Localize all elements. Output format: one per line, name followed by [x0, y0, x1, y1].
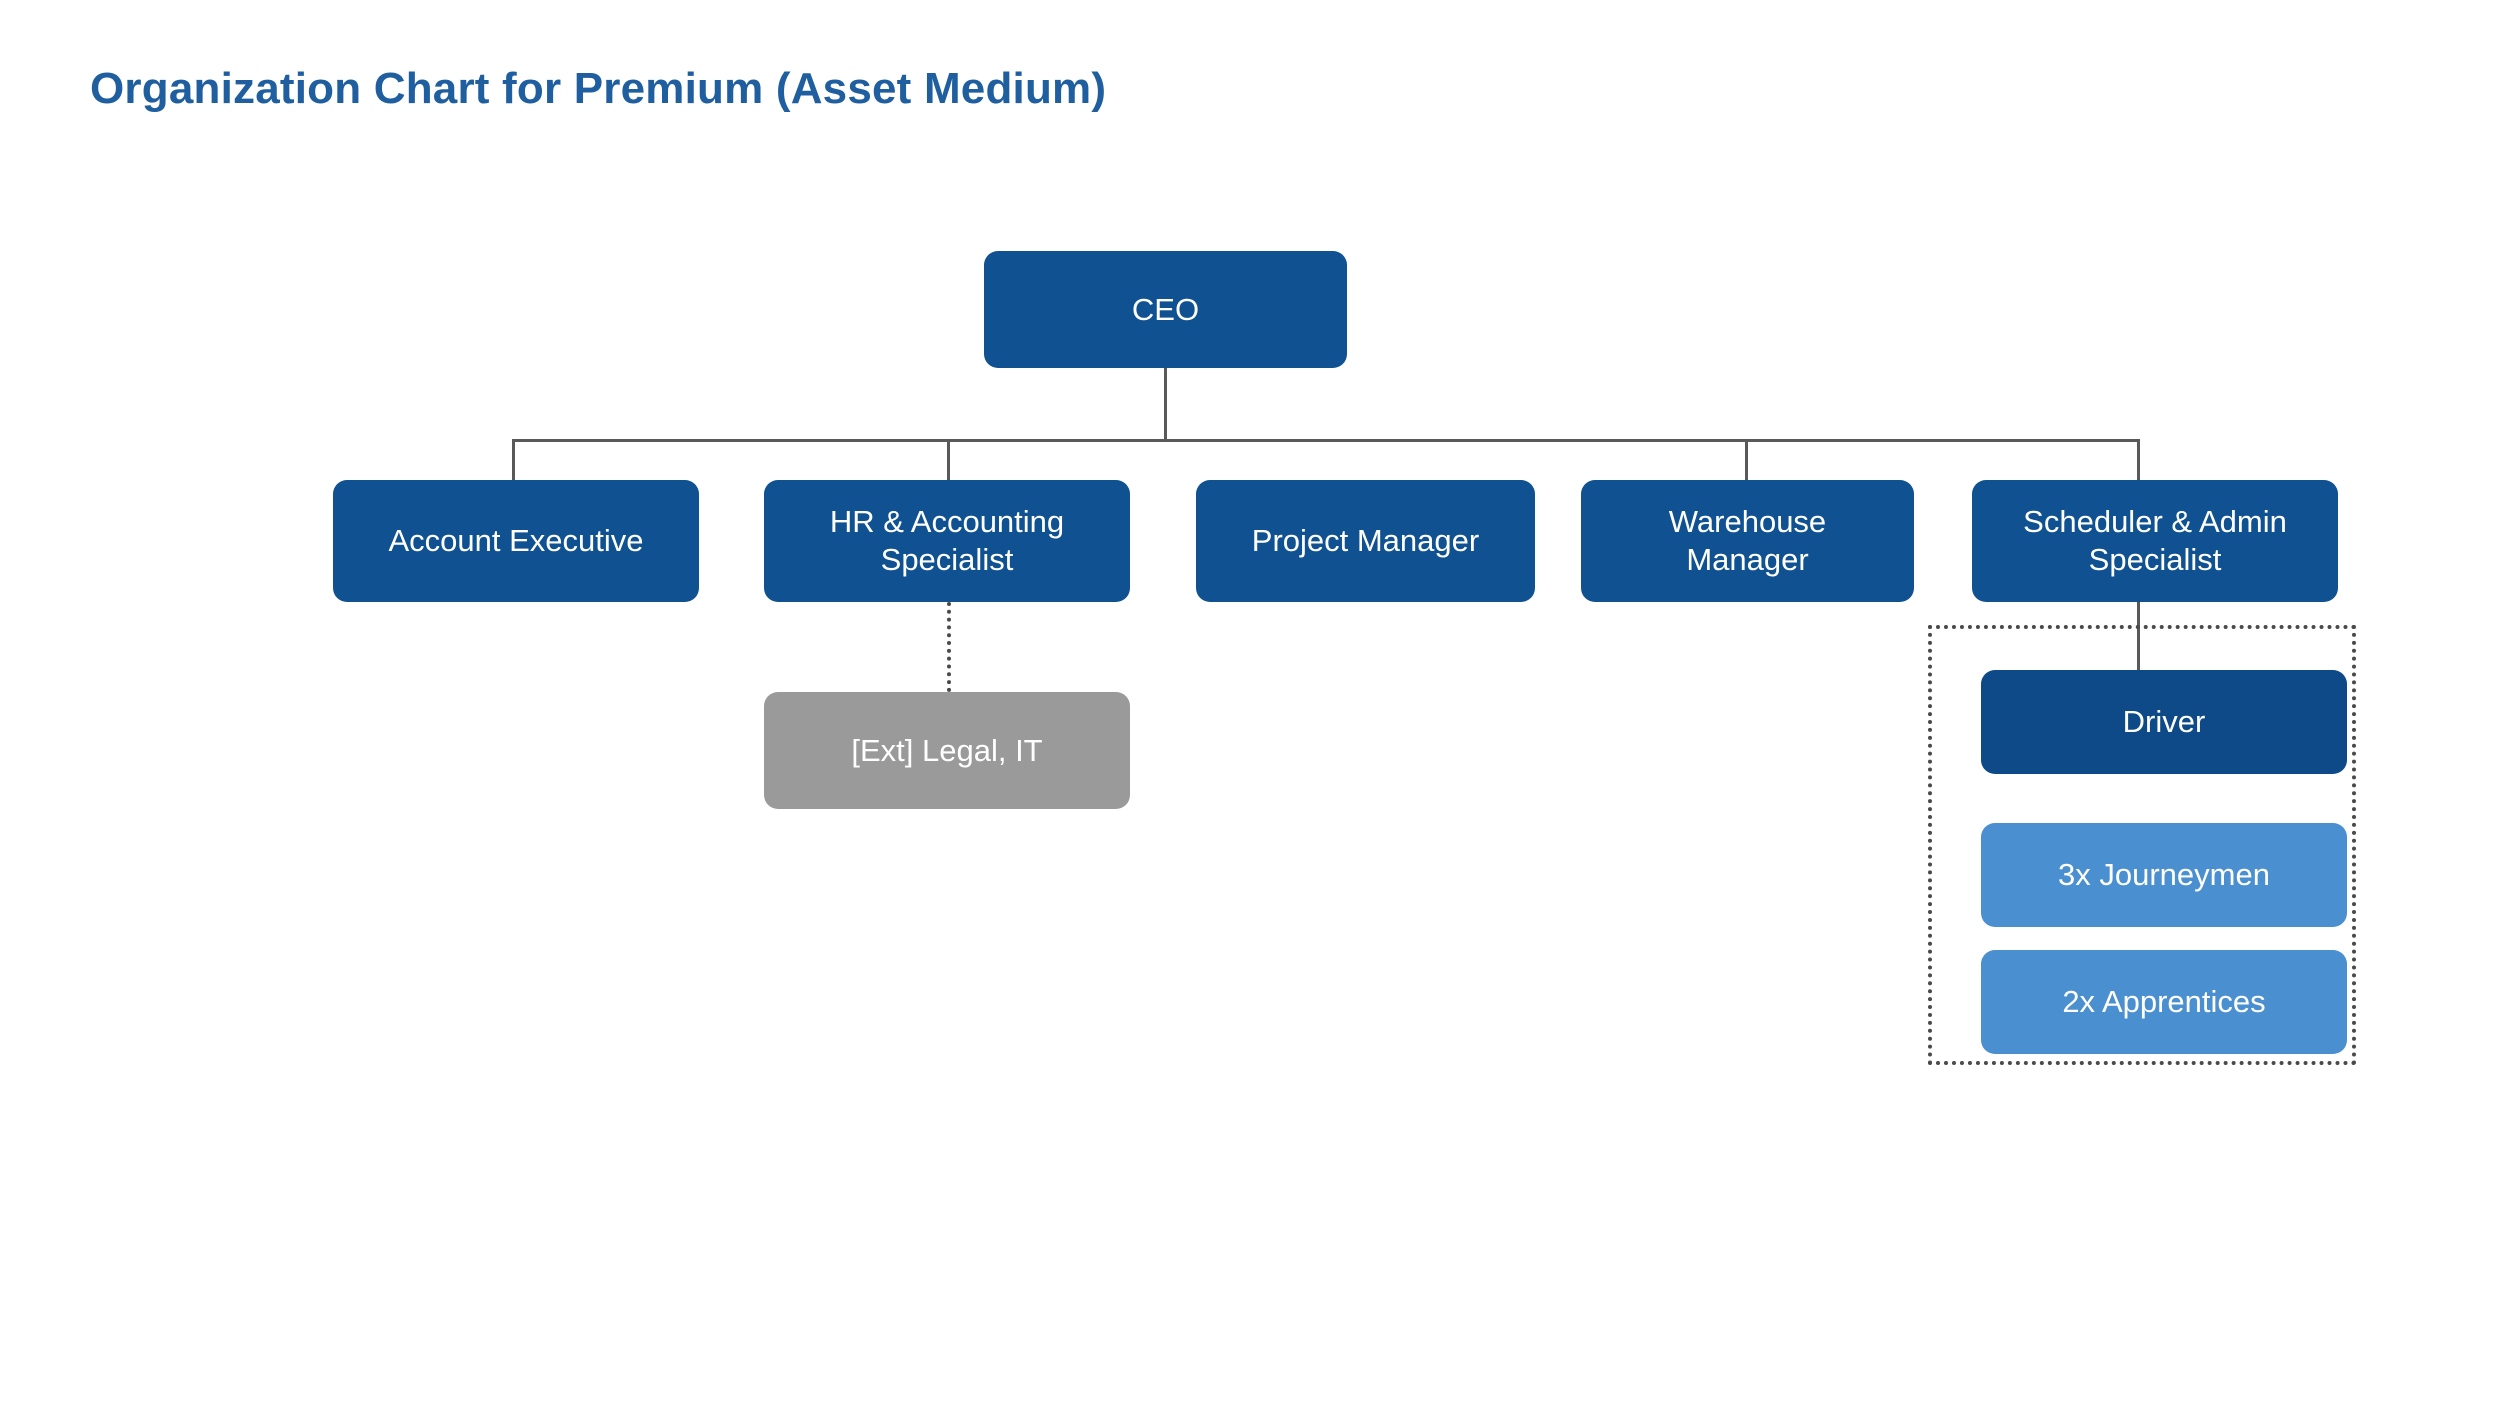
node-ceo[interactable]: CEO [984, 251, 1347, 368]
connector-drop-hr-accounting [947, 439, 950, 480]
connector-scheduler-to-driver [2137, 602, 2140, 677]
node-account-executive[interactable]: Account Executive [333, 480, 699, 602]
node-project-manager[interactable]: Project Manager [1196, 480, 1535, 602]
node-warehouse-manager[interactable]: Warehouse Manager [1581, 480, 1914, 602]
connector-drop-scheduler-admin [2137, 439, 2140, 480]
connector-drop-warehouse-manager [1745, 439, 1748, 480]
node-scheduler-admin-specialist[interactable]: Scheduler & Admin Specialist [1972, 480, 2338, 602]
node-external-legal-it[interactable]: [Ext] Legal, IT [764, 692, 1130, 809]
crew-group-frame [1928, 625, 2356, 1065]
node-driver[interactable]: Driver [1981, 670, 2347, 774]
node-apprentices[interactable]: 2x Apprentices [1981, 950, 2347, 1054]
connector-drop-account-executive [512, 439, 515, 480]
node-hr-accounting-specialist[interactable]: HR & Accounting Specialist [764, 480, 1130, 602]
page-title: Organization Chart for Premium (Asset Me… [90, 64, 1107, 113]
node-journeymen[interactable]: 3x Journeymen [1981, 823, 2347, 927]
connector-horizontal-bus [512, 439, 2139, 442]
connector-dotted-hr-to-external [947, 602, 951, 692]
connector-ceo-stem [1164, 368, 1167, 441]
